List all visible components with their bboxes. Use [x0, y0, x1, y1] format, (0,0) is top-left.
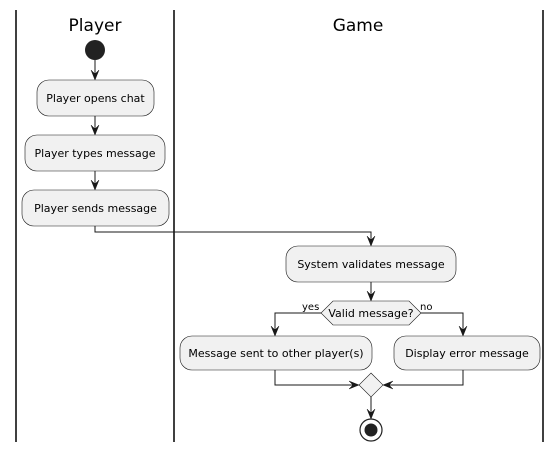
arrowhead	[90, 179, 100, 191]
action-message-sent: Message sent to other player(s)	[179, 335, 373, 371]
decision-valid-message: Valid message?	[320, 300, 422, 326]
action-player-types-message: Player types message	[24, 134, 166, 172]
end-node	[359, 418, 383, 442]
arrowhead	[90, 124, 100, 136]
edge-sent-to-merge	[274, 370, 355, 386]
arrowhead	[366, 408, 376, 420]
start-node	[85, 40, 105, 60]
action-display-error: Display error message	[393, 335, 541, 371]
arrowhead	[382, 380, 394, 390]
arrowhead	[90, 69, 100, 81]
arrowhead	[366, 290, 376, 302]
action-label: Display error message	[405, 347, 529, 360]
arrowhead	[458, 325, 468, 337]
arrowhead	[270, 325, 280, 337]
edge-yes-branch	[274, 312, 321, 332]
edge-send-to-validate	[94, 226, 372, 242]
guard-no: no	[420, 302, 432, 313]
action-player-sends-message: Player sends message	[21, 189, 170, 227]
action-label: Player types message	[35, 147, 156, 160]
action-label: Message sent to other player(s)	[188, 347, 363, 360]
action-label: Player opens chat	[46, 92, 145, 105]
lane-title-game: Game	[333, 16, 384, 36]
action-label: Player sends message	[34, 202, 157, 215]
arrowhead	[348, 380, 360, 390]
action-system-validates-message: System validates message	[285, 245, 457, 283]
arrowhead	[366, 235, 376, 247]
edge-no-branch	[421, 312, 464, 332]
action-label: System validates message	[297, 258, 445, 271]
action-player-opens-chat: Player opens chat	[36, 79, 155, 117]
merge-node	[358, 372, 384, 398]
decision-label: Valid message?	[328, 307, 413, 320]
edge-error-to-merge	[387, 370, 464, 386]
lane-title-player: Player	[69, 16, 122, 36]
guard-yes: yes	[302, 302, 319, 313]
